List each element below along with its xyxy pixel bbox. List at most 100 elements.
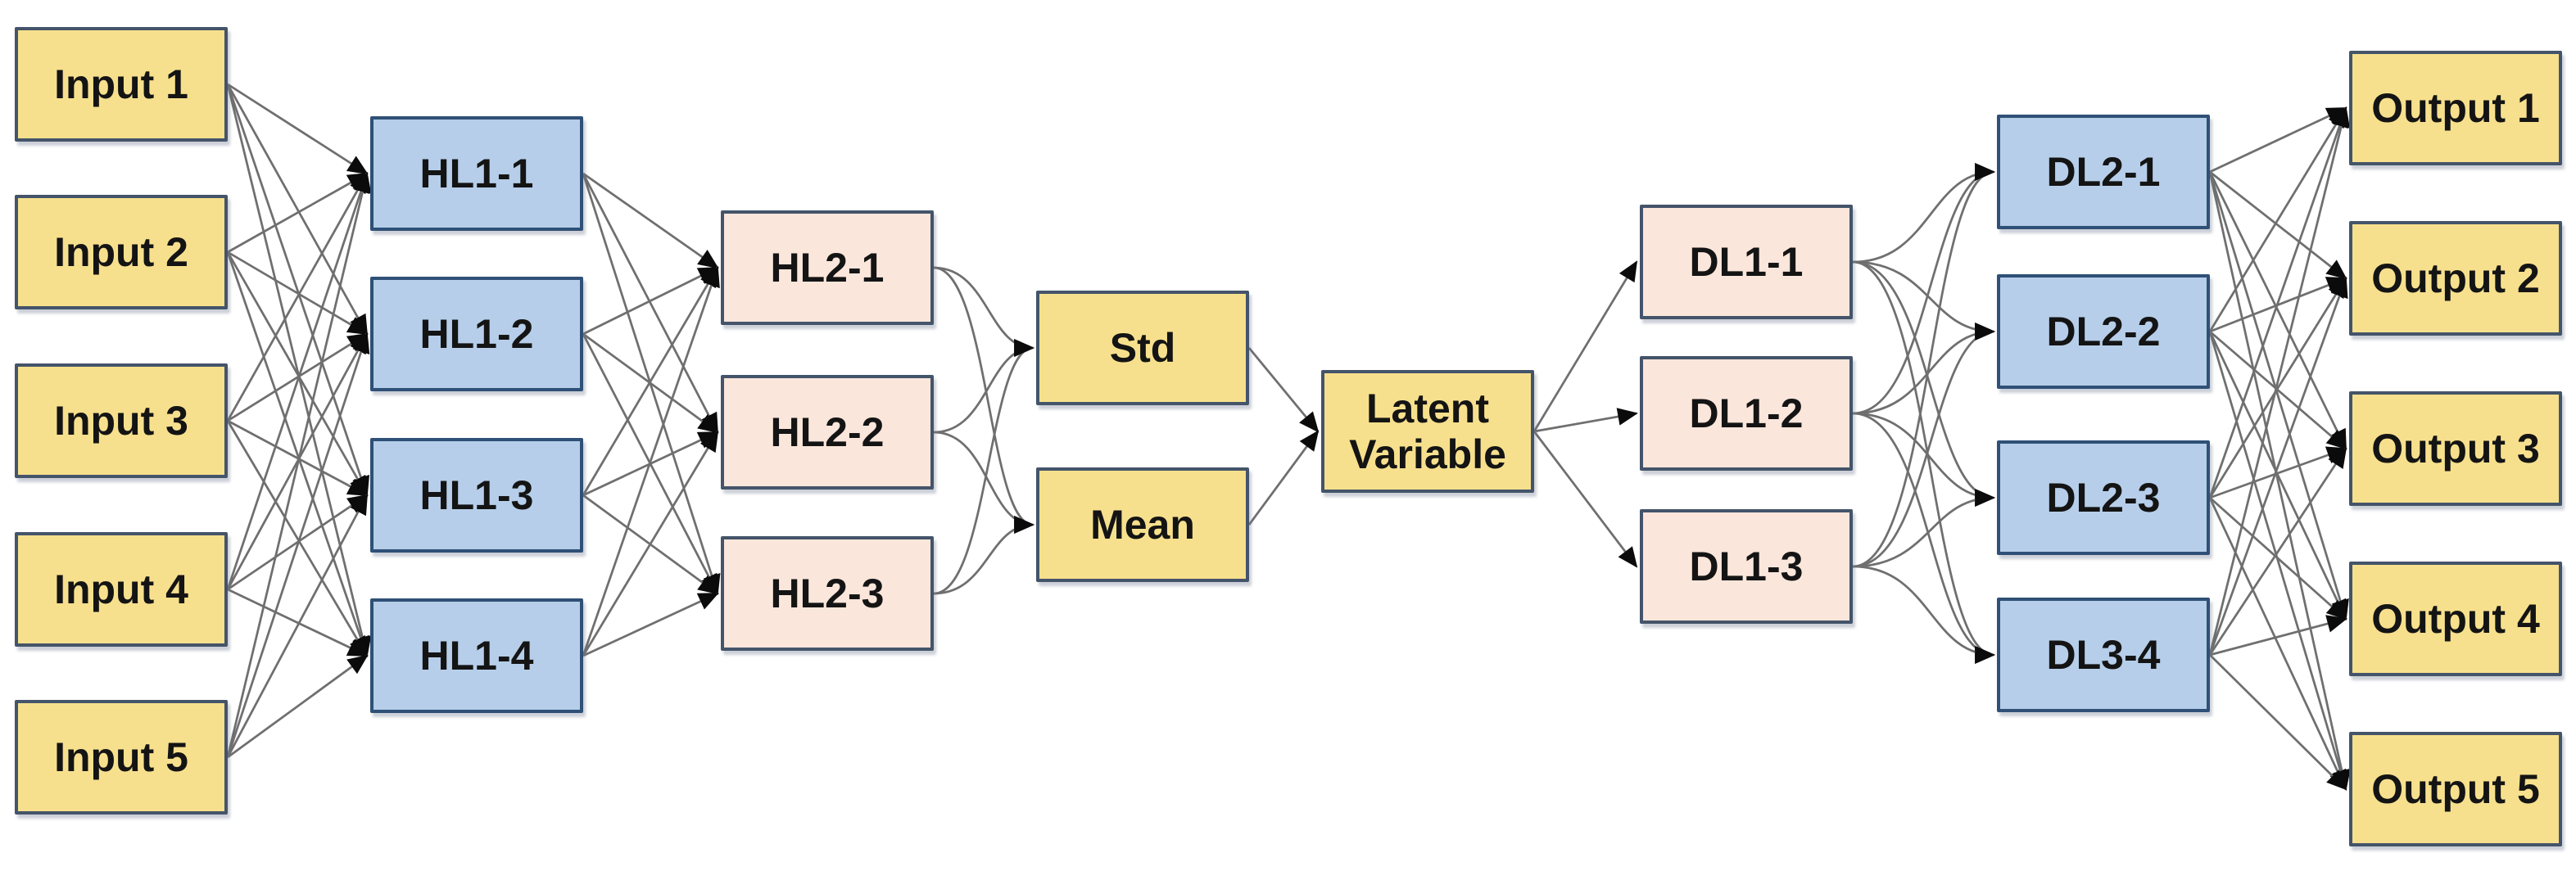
edge-dl2-3-to-output-2 xyxy=(2208,277,2347,499)
edge-dl2-3-to-output-5 xyxy=(2208,497,2347,791)
edge-dl1-3-to-dl2-3 xyxy=(1852,489,1995,568)
node-label-hl1-3: HL1-3 xyxy=(419,472,534,518)
edge-dl1-1-to-dl2-2 xyxy=(1852,260,1995,341)
node-dl1-1: DL1-1 xyxy=(1640,205,1853,319)
node-dl1-3: DL1-3 xyxy=(1640,509,1853,624)
node-label-dl2-2: DL2-2 xyxy=(2046,309,2161,354)
edge-dl2-2-to-output-4 xyxy=(2208,331,2347,621)
edge-hl1-4-to-hl2-1 xyxy=(582,266,720,657)
node-dl2-3: DL2-3 xyxy=(1997,440,2210,555)
node-hl2-2: HL2-2 xyxy=(721,375,934,490)
edge-dl2-3-to-output-3 xyxy=(2209,446,2347,499)
edge-hl1-1-to-hl2-1 xyxy=(582,172,719,269)
node-input-3: Input 3 xyxy=(15,363,228,478)
edge-hl2-1-to-std xyxy=(933,266,1034,357)
edge-input-1-to-hl1-3 xyxy=(226,83,370,497)
edge-mean-to-latent xyxy=(1247,430,1320,526)
node-label-hl2-2: HL2-2 xyxy=(770,409,885,455)
edge-input-2-to-hl1-1 xyxy=(227,172,369,254)
node-label-output-3: Output 3 xyxy=(2371,426,2540,472)
node-hl1-1: HL1-1 xyxy=(370,116,583,231)
edge-dl2-3-to-output-4 xyxy=(2209,496,2347,621)
node-label-dl1-3: DL1-3 xyxy=(1689,544,1804,589)
edge-hl1-4-to-hl2-3 xyxy=(582,592,719,657)
node-label-dl3-4: DL3-4 xyxy=(2046,632,2161,678)
edge-latent-to-dl1-1 xyxy=(1532,260,1638,432)
node-dl2-2: DL2-2 xyxy=(1997,274,2210,389)
edge-dl2-1-to-output-3 xyxy=(2208,171,2347,450)
edge-dl1-3-to-dl3-4 xyxy=(1852,565,1995,664)
node-std: Std xyxy=(1036,291,1249,405)
node-label-hl1-2: HL1-2 xyxy=(419,311,534,357)
edge-input-2-to-hl1-2 xyxy=(227,250,369,336)
edge-input-1-to-hl1-1 xyxy=(227,83,369,175)
edge-input-2-to-hl1-4 xyxy=(226,251,369,657)
edge-dl2-3-to-output-1 xyxy=(2208,106,2348,499)
edge-dl1-1-to-dl3-4 xyxy=(1852,260,1995,664)
edge-hl1-1-to-hl2-2 xyxy=(582,173,719,434)
edge-dl1-2-to-dl3-4 xyxy=(1852,412,1995,664)
node-label-hl2-3: HL2-3 xyxy=(770,571,885,616)
edge-latent-to-dl1-3 xyxy=(1532,431,1638,568)
edges-group xyxy=(226,83,2351,791)
edge-input-3-to-hl1-4 xyxy=(226,420,369,657)
edge-dl2-1-to-output-1 xyxy=(2209,106,2347,174)
edge-input-4-to-hl1-1 xyxy=(226,172,370,590)
edge-dl2-1-to-output-2 xyxy=(2209,170,2347,280)
node-dl3-4: DL3-4 xyxy=(1997,598,2210,712)
edge-hl2-3-to-mean xyxy=(933,516,1034,595)
node-hl1-3: HL1-3 xyxy=(370,438,583,553)
edge-input-2-to-hl1-3 xyxy=(226,251,369,497)
edge-dl3-4-to-output-4 xyxy=(2209,615,2347,657)
node-output-5: Output 5 xyxy=(2349,732,2562,846)
node-dl1-2: DL1-2 xyxy=(1640,356,1853,471)
node-output-1: Output 1 xyxy=(2349,51,2562,165)
edge-input-5-to-hl1-1 xyxy=(226,172,372,758)
edge-dl1-1-to-dl2-1 xyxy=(1852,163,1995,264)
node-label-dl1-1: DL1-1 xyxy=(1689,239,1804,285)
node-label-latent: Latent Variable xyxy=(1349,386,1506,477)
node-label-input-2: Input 2 xyxy=(54,229,188,275)
node-label-hl1-1: HL1-1 xyxy=(419,151,534,196)
edge-dl3-4-to-output-2 xyxy=(2208,277,2348,656)
edge-dl2-1-to-output-5 xyxy=(2208,171,2351,791)
edge-dl1-3-to-dl2-2 xyxy=(1852,323,1995,568)
node-label-input-5: Input 5 xyxy=(54,734,188,780)
node-label-dl1-2: DL1-2 xyxy=(1689,390,1804,436)
edge-input-5-to-hl1-2 xyxy=(226,332,370,758)
edge-hl2-1-to-mean xyxy=(933,266,1034,534)
edge-hl2-3-to-std xyxy=(933,339,1034,595)
edge-dl3-4-to-output-5 xyxy=(2209,654,2347,791)
node-label-hl1-4: HL1-4 xyxy=(419,633,534,679)
node-label-dl2-3: DL2-3 xyxy=(2046,475,2161,521)
node-label-output-1: Output 1 xyxy=(2371,85,2540,131)
edge-input-5-to-hl1-3 xyxy=(226,494,369,758)
node-hl2-1: HL2-1 xyxy=(721,210,934,325)
node-hl1-4: HL1-4 xyxy=(370,598,583,713)
edge-hl1-2-to-hl2-1 xyxy=(582,266,719,336)
node-mean: Mean xyxy=(1036,467,1249,582)
edge-dl1-1-to-dl2-3 xyxy=(1852,260,1995,507)
edge-input-1-to-hl1-2 xyxy=(226,83,369,336)
node-label-input-4: Input 4 xyxy=(54,566,188,612)
edge-hl1-4-to-hl2-2 xyxy=(582,431,719,657)
node-label-mean: Mean xyxy=(1090,502,1195,548)
node-label-output-2: Output 2 xyxy=(2371,255,2540,301)
edge-dl3-4-to-output-1 xyxy=(2208,106,2351,656)
node-label-input-3: Input 3 xyxy=(54,398,188,444)
node-label-dl2-1: DL2-1 xyxy=(2046,149,2161,195)
edge-dl2-2-to-output-1 xyxy=(2208,106,2347,332)
edge-dl2-2-to-output-5 xyxy=(2208,331,2349,791)
node-dl2-1: DL2-1 xyxy=(1997,115,2210,229)
edge-dl3-4-to-output-3 xyxy=(2208,447,2347,656)
node-label-output-4: Output 4 xyxy=(2371,596,2540,642)
node-output-3: Output 3 xyxy=(2349,391,2562,506)
node-output-2: Output 2 xyxy=(2349,221,2562,336)
edge-input-3-to-hl1-2 xyxy=(227,332,369,422)
node-input-5: Input 5 xyxy=(15,700,228,815)
node-input-1: Input 1 xyxy=(15,27,228,142)
edge-input-5-to-hl1-4 xyxy=(227,654,369,759)
node-latent: Latent Variable xyxy=(1321,370,1534,493)
